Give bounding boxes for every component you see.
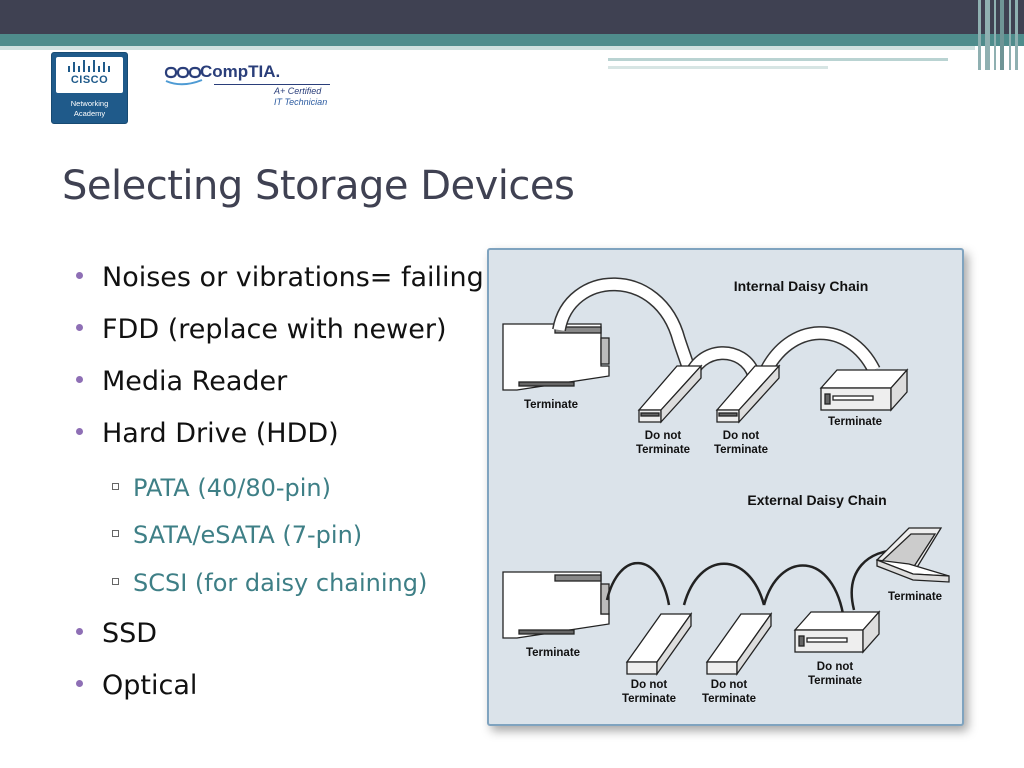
bullet-item: Media Reader [76,366,287,397]
external-drive-icon [625,611,693,677]
hard-drive-icon [637,364,703,424]
sub-bullet-square-icon [112,529,119,537]
comptia-logo: CompTIA. A+ Certified IT Technician [164,62,334,112]
daisy-chain-diagram: Internal Daisy Chain External Daisy Chai… [487,248,964,726]
bullet-dot-icon [76,680,83,687]
teal-band [0,34,1024,46]
do-not-label: Do not [645,430,682,442]
sub-bullet-square-icon [112,482,119,490]
scanner-icon [875,527,950,583]
do-not-label: Do not [711,679,748,691]
do-not-label: Do not [817,661,854,673]
optical-drive-icon [819,368,909,412]
terminate-label: Terminate [702,693,756,705]
decorative-stripes [976,0,1024,70]
terminate-label: Terminate [714,444,768,456]
do-not-label: Do not [723,430,760,442]
decorative-line [608,66,828,69]
bullet-dot-icon [76,376,83,383]
comptia-technician: IT Technician [274,97,328,107]
terminate-label: Terminate [526,647,580,659]
bullet-item: SSD [76,618,157,649]
bullet-item: Optical [76,670,197,701]
cisco-wordmark: CISCO [70,74,109,86]
comptia-certified: A+ Certified [274,86,322,96]
comptia-circles-icon [164,66,203,86]
controller-card-icon [502,323,610,391]
bullet-item: Hard Drive (HDD) [76,418,339,449]
bullet-item: Noises or vibrations= failing [76,262,484,293]
terminate-label: Terminate [828,416,882,428]
internal-chain-title: Internal Daisy Chain [734,278,869,294]
bullet-dot-icon [76,272,83,279]
terminate-label: Terminate [524,399,578,411]
do-not-label: Do not [631,679,668,691]
sub-bullet-item: SCSI (for daisy chaining) [112,569,427,597]
terminate-label: Terminate [888,591,942,603]
bullet-dot-icon [76,324,83,331]
terminate-label: Terminate [622,693,676,705]
hard-drive-icon [715,364,781,424]
cisco-subtitle: Networking Academy [70,99,109,118]
external-cable [605,548,900,621]
decorative-line [608,58,948,61]
external-chain-title: External Daisy Chain [747,492,886,508]
top-banner [0,0,1024,34]
terminate-label: Terminate [636,444,690,456]
sub-bullet-square-icon [112,577,119,585]
sub-bullet-item: PATA (40/80-pin) [112,474,331,502]
external-drive-icon [705,611,773,677]
bullet-dot-icon [76,628,83,635]
cisco-networking-academy-logo: CISCO Networking Academy [51,52,128,124]
external-optical-drive-icon [793,610,881,654]
sub-bullet-item: SATA/eSATA (7-pin) [112,521,362,549]
bullet-dot-icon [76,428,83,435]
slide-title: Selecting Storage Devices [62,163,575,209]
controller-card-icon [502,571,610,639]
comptia-rule [214,84,330,85]
pale-band [0,46,975,50]
terminate-label: Terminate [808,675,862,687]
cisco-bars-icon [68,60,110,72]
comptia-wordmark: CompTIA. [200,62,281,81]
bullet-item: FDD (replace with newer) [76,314,447,345]
